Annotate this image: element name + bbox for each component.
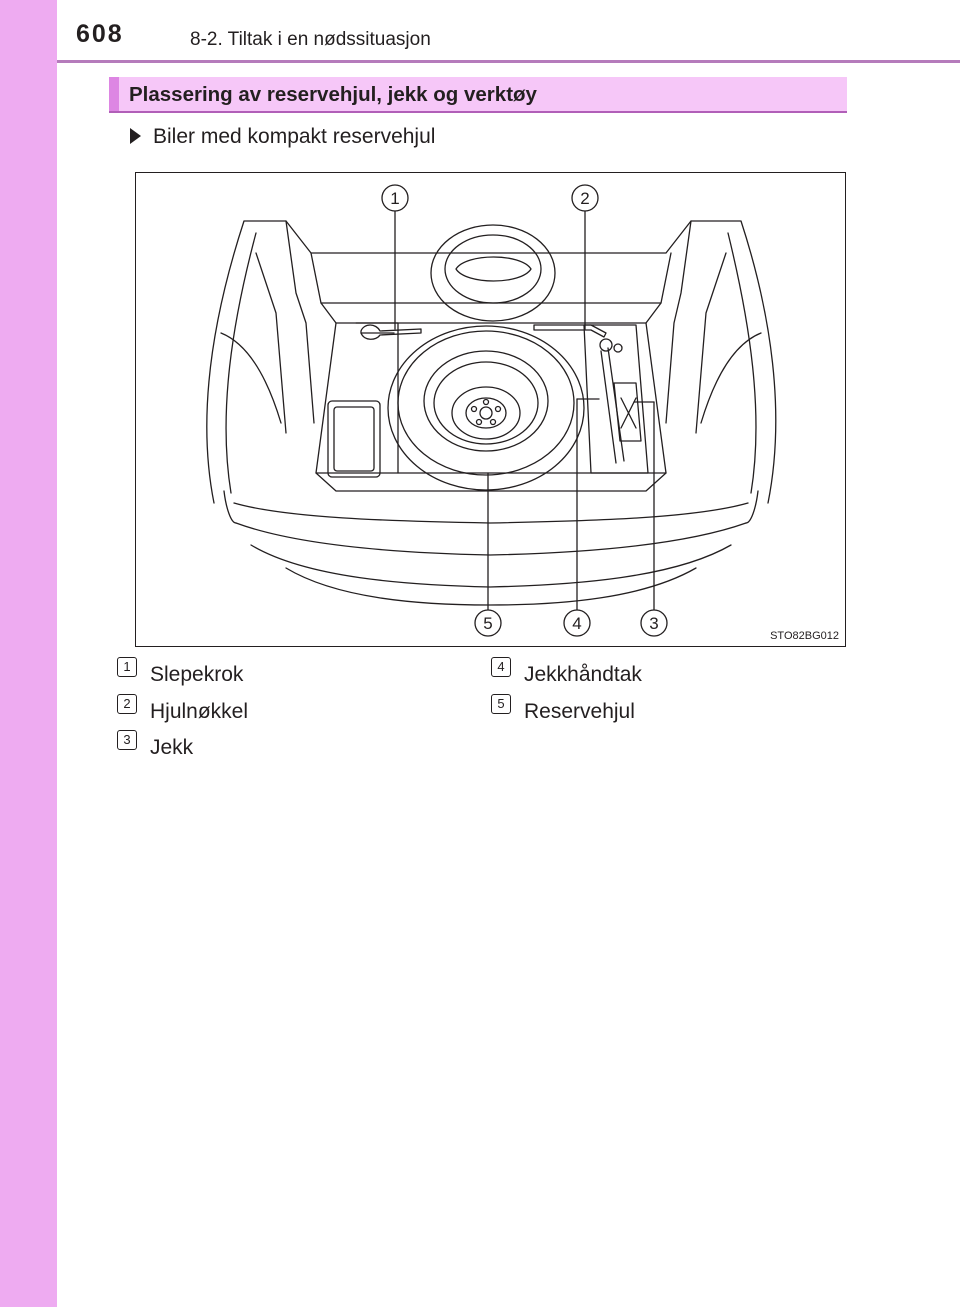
- side-color-band: [0, 0, 57, 1307]
- callout-5: 5: [483, 614, 492, 633]
- page-number: 608: [76, 20, 124, 48]
- triangle-bullet-icon: [130, 128, 141, 144]
- legend-label: Reservehjul: [524, 700, 635, 723]
- section-heading: Plassering av reservehjul, jekk og verkt…: [129, 83, 537, 106]
- figure-code: STO82BG012: [770, 630, 839, 642]
- legend-item-4: 4 Jekkhåndtak: [491, 657, 642, 687]
- trunk-drawing: 1 2 3 4 5: [206, 184, 777, 637]
- section-title: 8-2. Tiltak i en nødssituasjon: [190, 29, 431, 50]
- number-badge: 1: [117, 657, 137, 677]
- legend-item-2: 2 Hjulnøkkel: [117, 694, 249, 724]
- legend-item-1: 1 Slepekrok: [117, 657, 244, 687]
- callout-3: 3: [649, 614, 658, 633]
- callout-4: 4: [572, 614, 581, 633]
- number-badge: 2: [117, 694, 137, 714]
- callout-2: 2: [580, 189, 589, 208]
- section-heading-bar: Plassering av reservehjul, jekk og verkt…: [109, 77, 847, 113]
- sub-heading: Biler med kompakt reservehjul: [130, 125, 435, 149]
- legend-label: Jekk: [150, 736, 194, 759]
- legend-item-3: 3 Jekk: [117, 730, 194, 760]
- legend-label: Hjulnøkkel: [150, 700, 249, 723]
- trunk-illustration: 1 2 3 4 5 STO82BG012: [135, 172, 846, 647]
- heading-accent: [109, 77, 119, 111]
- callout-1: 1: [390, 189, 399, 208]
- number-badge: 5: [491, 694, 511, 714]
- header-rule: [57, 60, 960, 63]
- sub-heading-text: Biler med kompakt reservehjul: [153, 125, 436, 148]
- legend-item-5: 5 Reservehjul: [491, 694, 635, 724]
- legend-label: Slepekrok: [150, 663, 244, 686]
- number-badge: 4: [491, 657, 511, 677]
- number-badge: 3: [117, 730, 137, 750]
- legend-label: Jekkhåndtak: [524, 663, 642, 686]
